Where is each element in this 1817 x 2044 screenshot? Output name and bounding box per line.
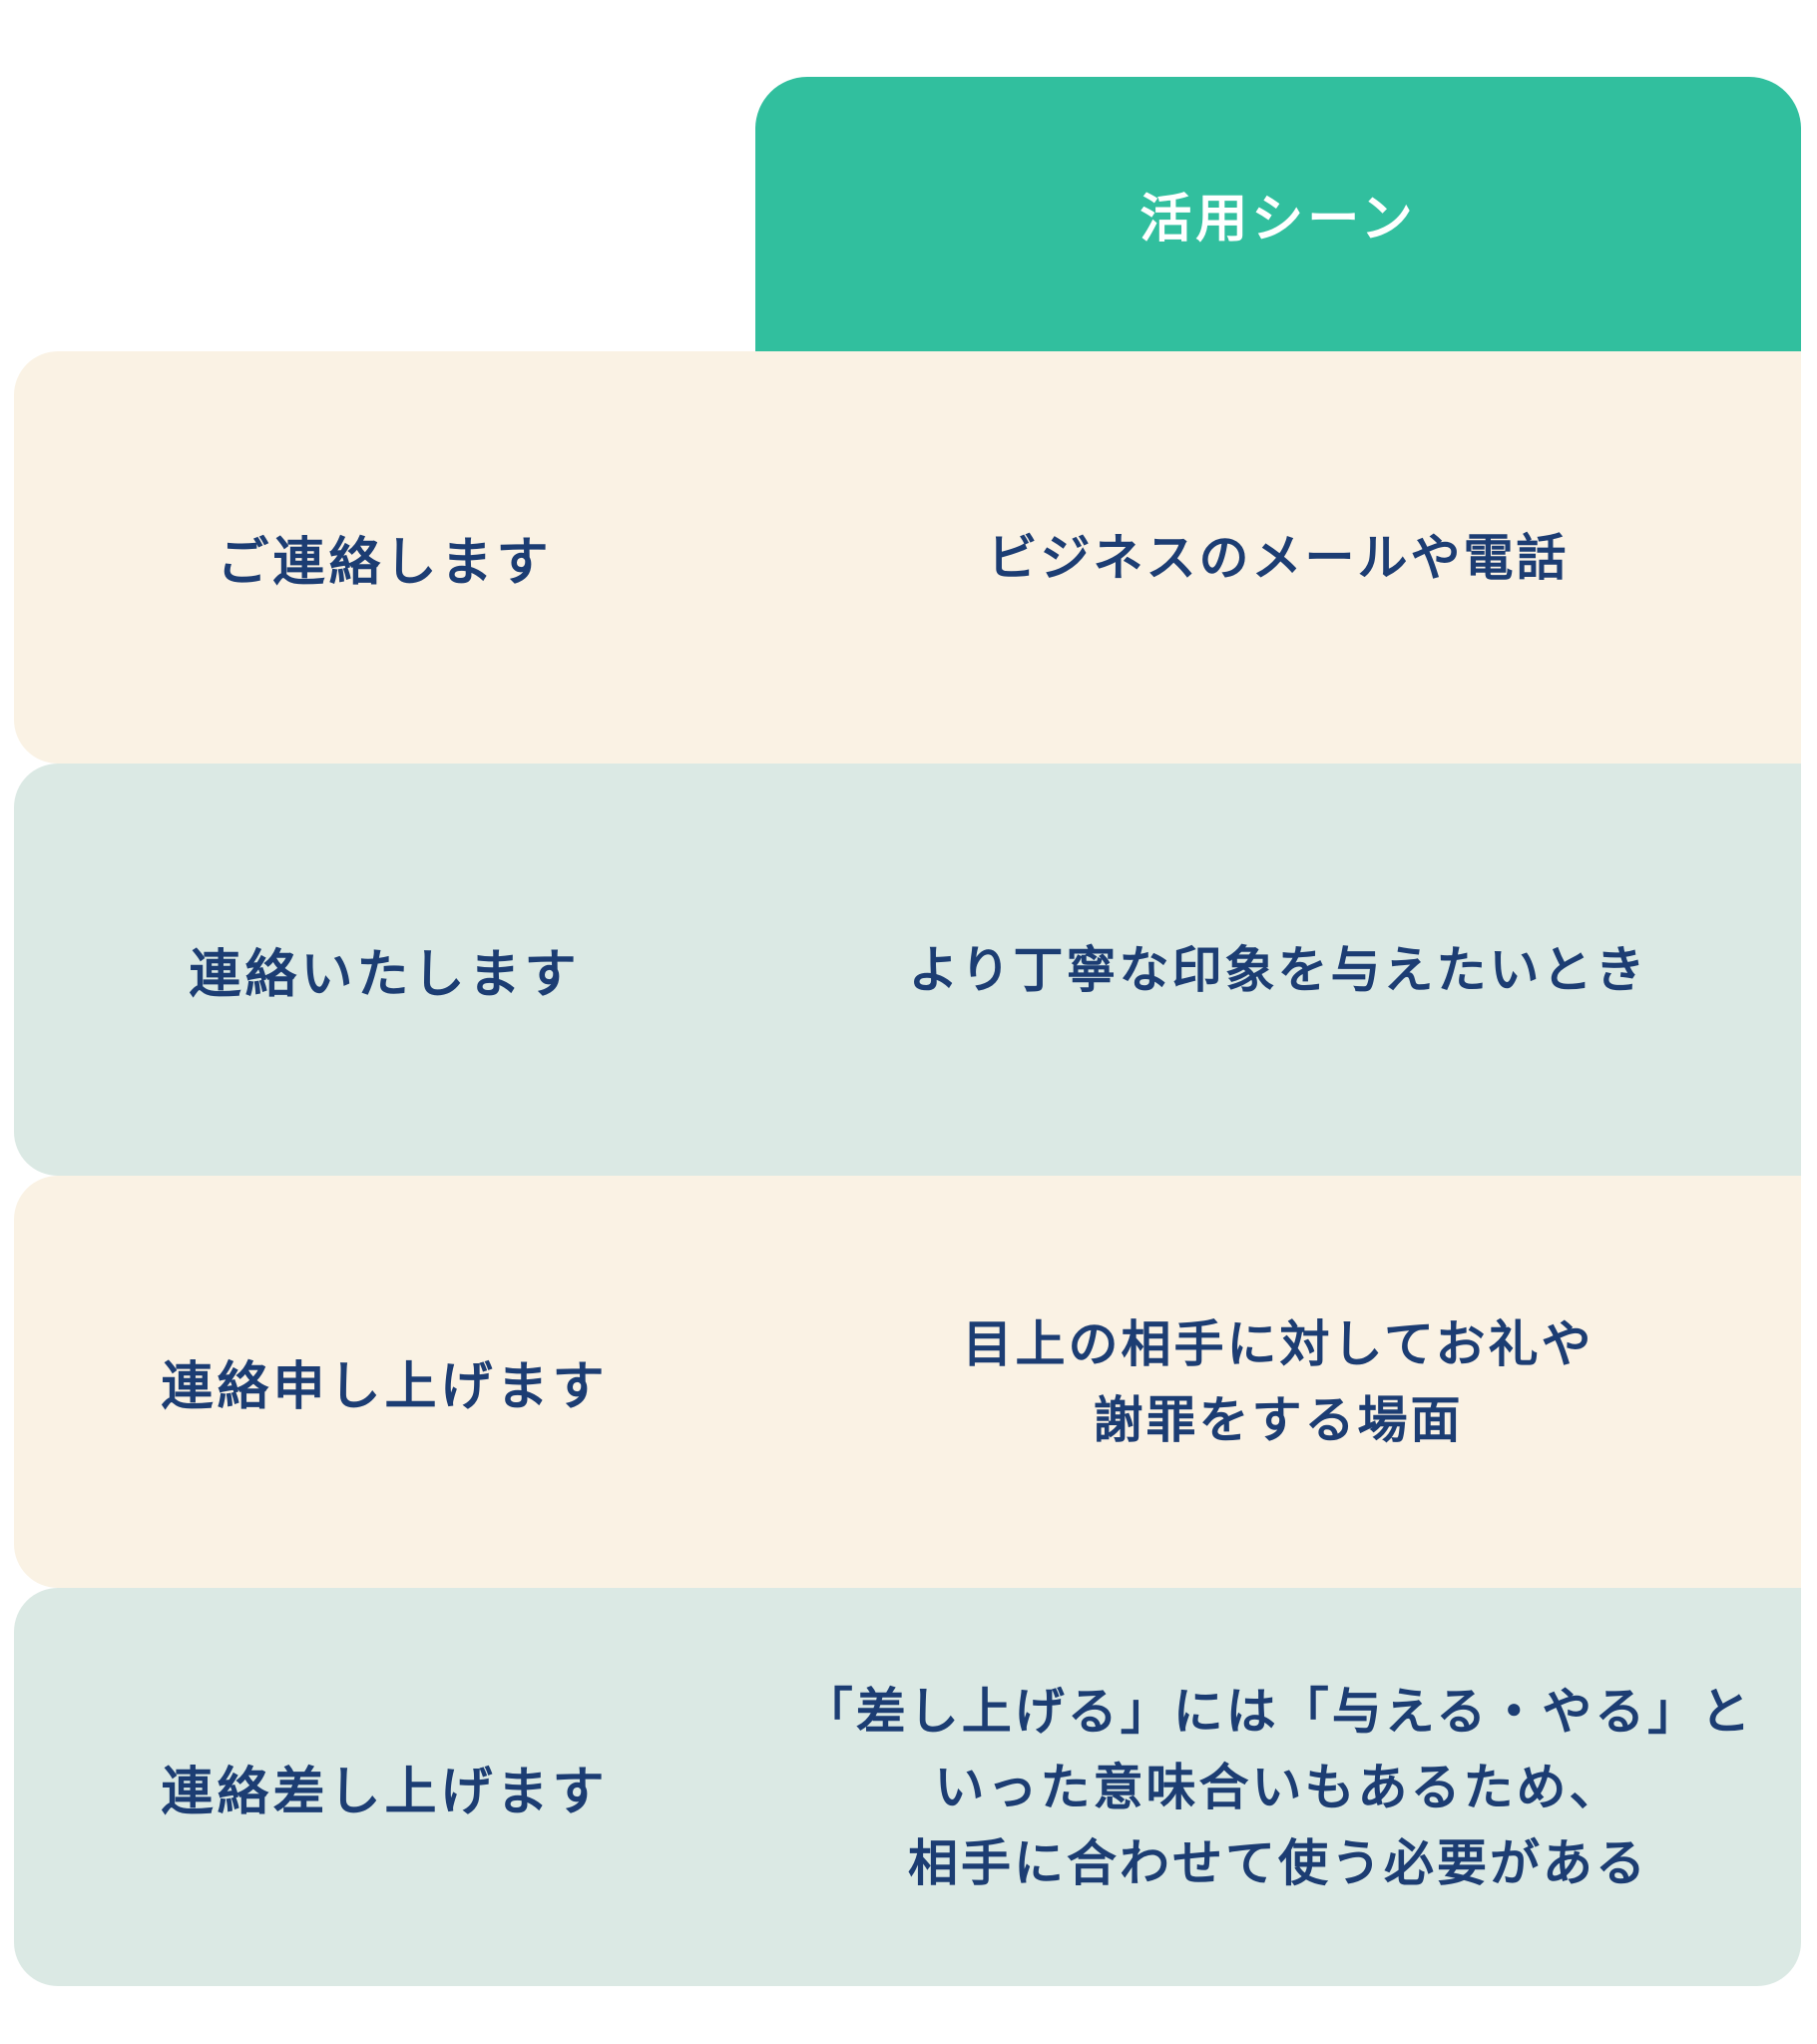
table-row-go-renraku-shimasu: ご連絡します ビジネスのメールや電話 (14, 351, 1801, 764)
term-cell: 連絡差し上げます (161, 1763, 609, 1822)
usage-cell: ビジネスのメールや電話 (987, 528, 1570, 587)
usage-cell: 「差し上げる」には「与える・やる」と いった意味合いもあるため、 相手に合わせて… (802, 1682, 1754, 1892)
usage-column-header: 活用シーン (755, 77, 1801, 351)
table-row-renraku-moushiagemasu: 連絡申し上げます 目上の相手に対してお礼や 謝罪をする場面 (14, 1176, 1801, 1588)
usage-column-header-label: 活用シーン (1139, 190, 1417, 250)
term-cell: ご連絡します (217, 533, 553, 593)
table-row-renraku-sashiagemasu: 連絡差し上げます 「差し上げる」には「与える・やる」と いった意味合いもあるため… (14, 1588, 1801, 1986)
usage-cell: 目上の相手に対してお礼や 謝罪をする場面 (962, 1314, 1594, 1449)
term-cell: 連絡申し上げます (161, 1357, 609, 1417)
usage-cell: より丁寧な印象を与えたいとき (908, 940, 1648, 999)
table-row-renraku-itashimasu: 連絡いたします より丁寧な印象を与えたいとき (14, 764, 1801, 1176)
term-cell: 連絡いたします (189, 945, 581, 1005)
